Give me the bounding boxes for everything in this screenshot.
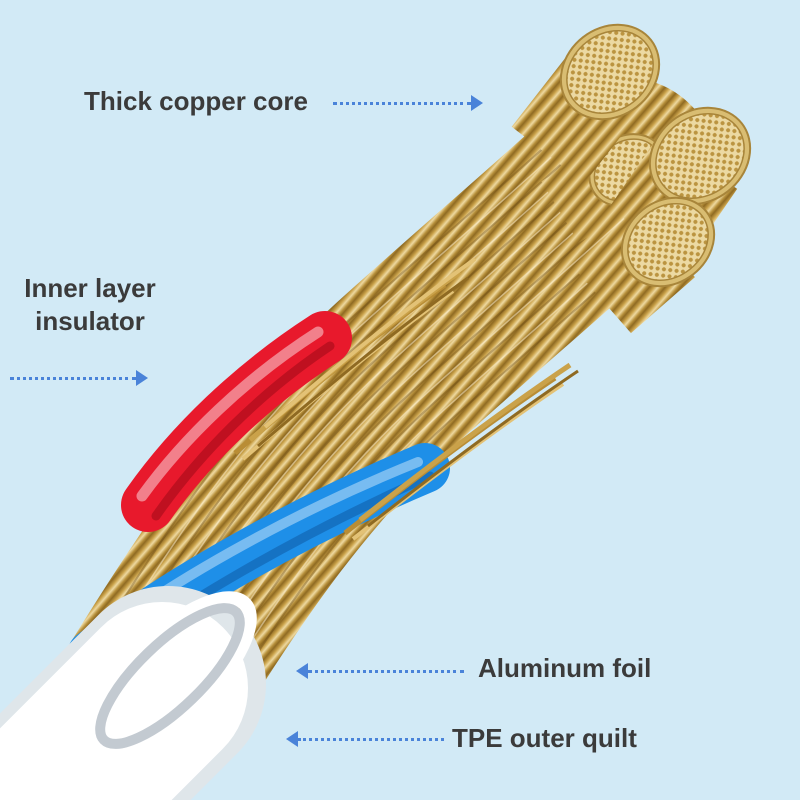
aluminum-foil-ring <box>95 603 245 749</box>
inner-insulator-line2: insulator <box>35 305 145 336</box>
tpe-outer-quilt-arrow <box>286 731 444 747</box>
dotted-line <box>308 669 464 673</box>
sheath-rim <box>83 591 257 761</box>
aluminum-foil-arrow <box>296 663 464 679</box>
inner-insulator-label: Inner layer insulator <box>6 272 174 337</box>
dotted-line <box>298 737 444 741</box>
copper-core-arrow <box>333 95 483 111</box>
arrowhead-right-icon <box>471 95 483 111</box>
dotted-line <box>10 376 136 380</box>
dotted-line <box>333 101 471 105</box>
tpe-outer-quilt-label: TPE outer quilt <box>452 723 637 753</box>
inner-insulator-line1: Inner layer <box>24 273 156 303</box>
aluminum-foil-label: Aluminum foil <box>478 653 652 683</box>
white-sheath <box>0 586 266 800</box>
copper-core-ends <box>511 23 752 334</box>
arrowhead-left-icon <box>286 731 298 747</box>
red-wire <box>121 311 352 532</box>
arrowhead-right-icon <box>136 370 148 386</box>
inner-insulator-arrow <box>10 370 148 386</box>
overlapping-strands <box>233 257 579 541</box>
copper-core-label: Thick copper core <box>84 86 308 116</box>
arrowhead-left-icon <box>296 663 308 679</box>
